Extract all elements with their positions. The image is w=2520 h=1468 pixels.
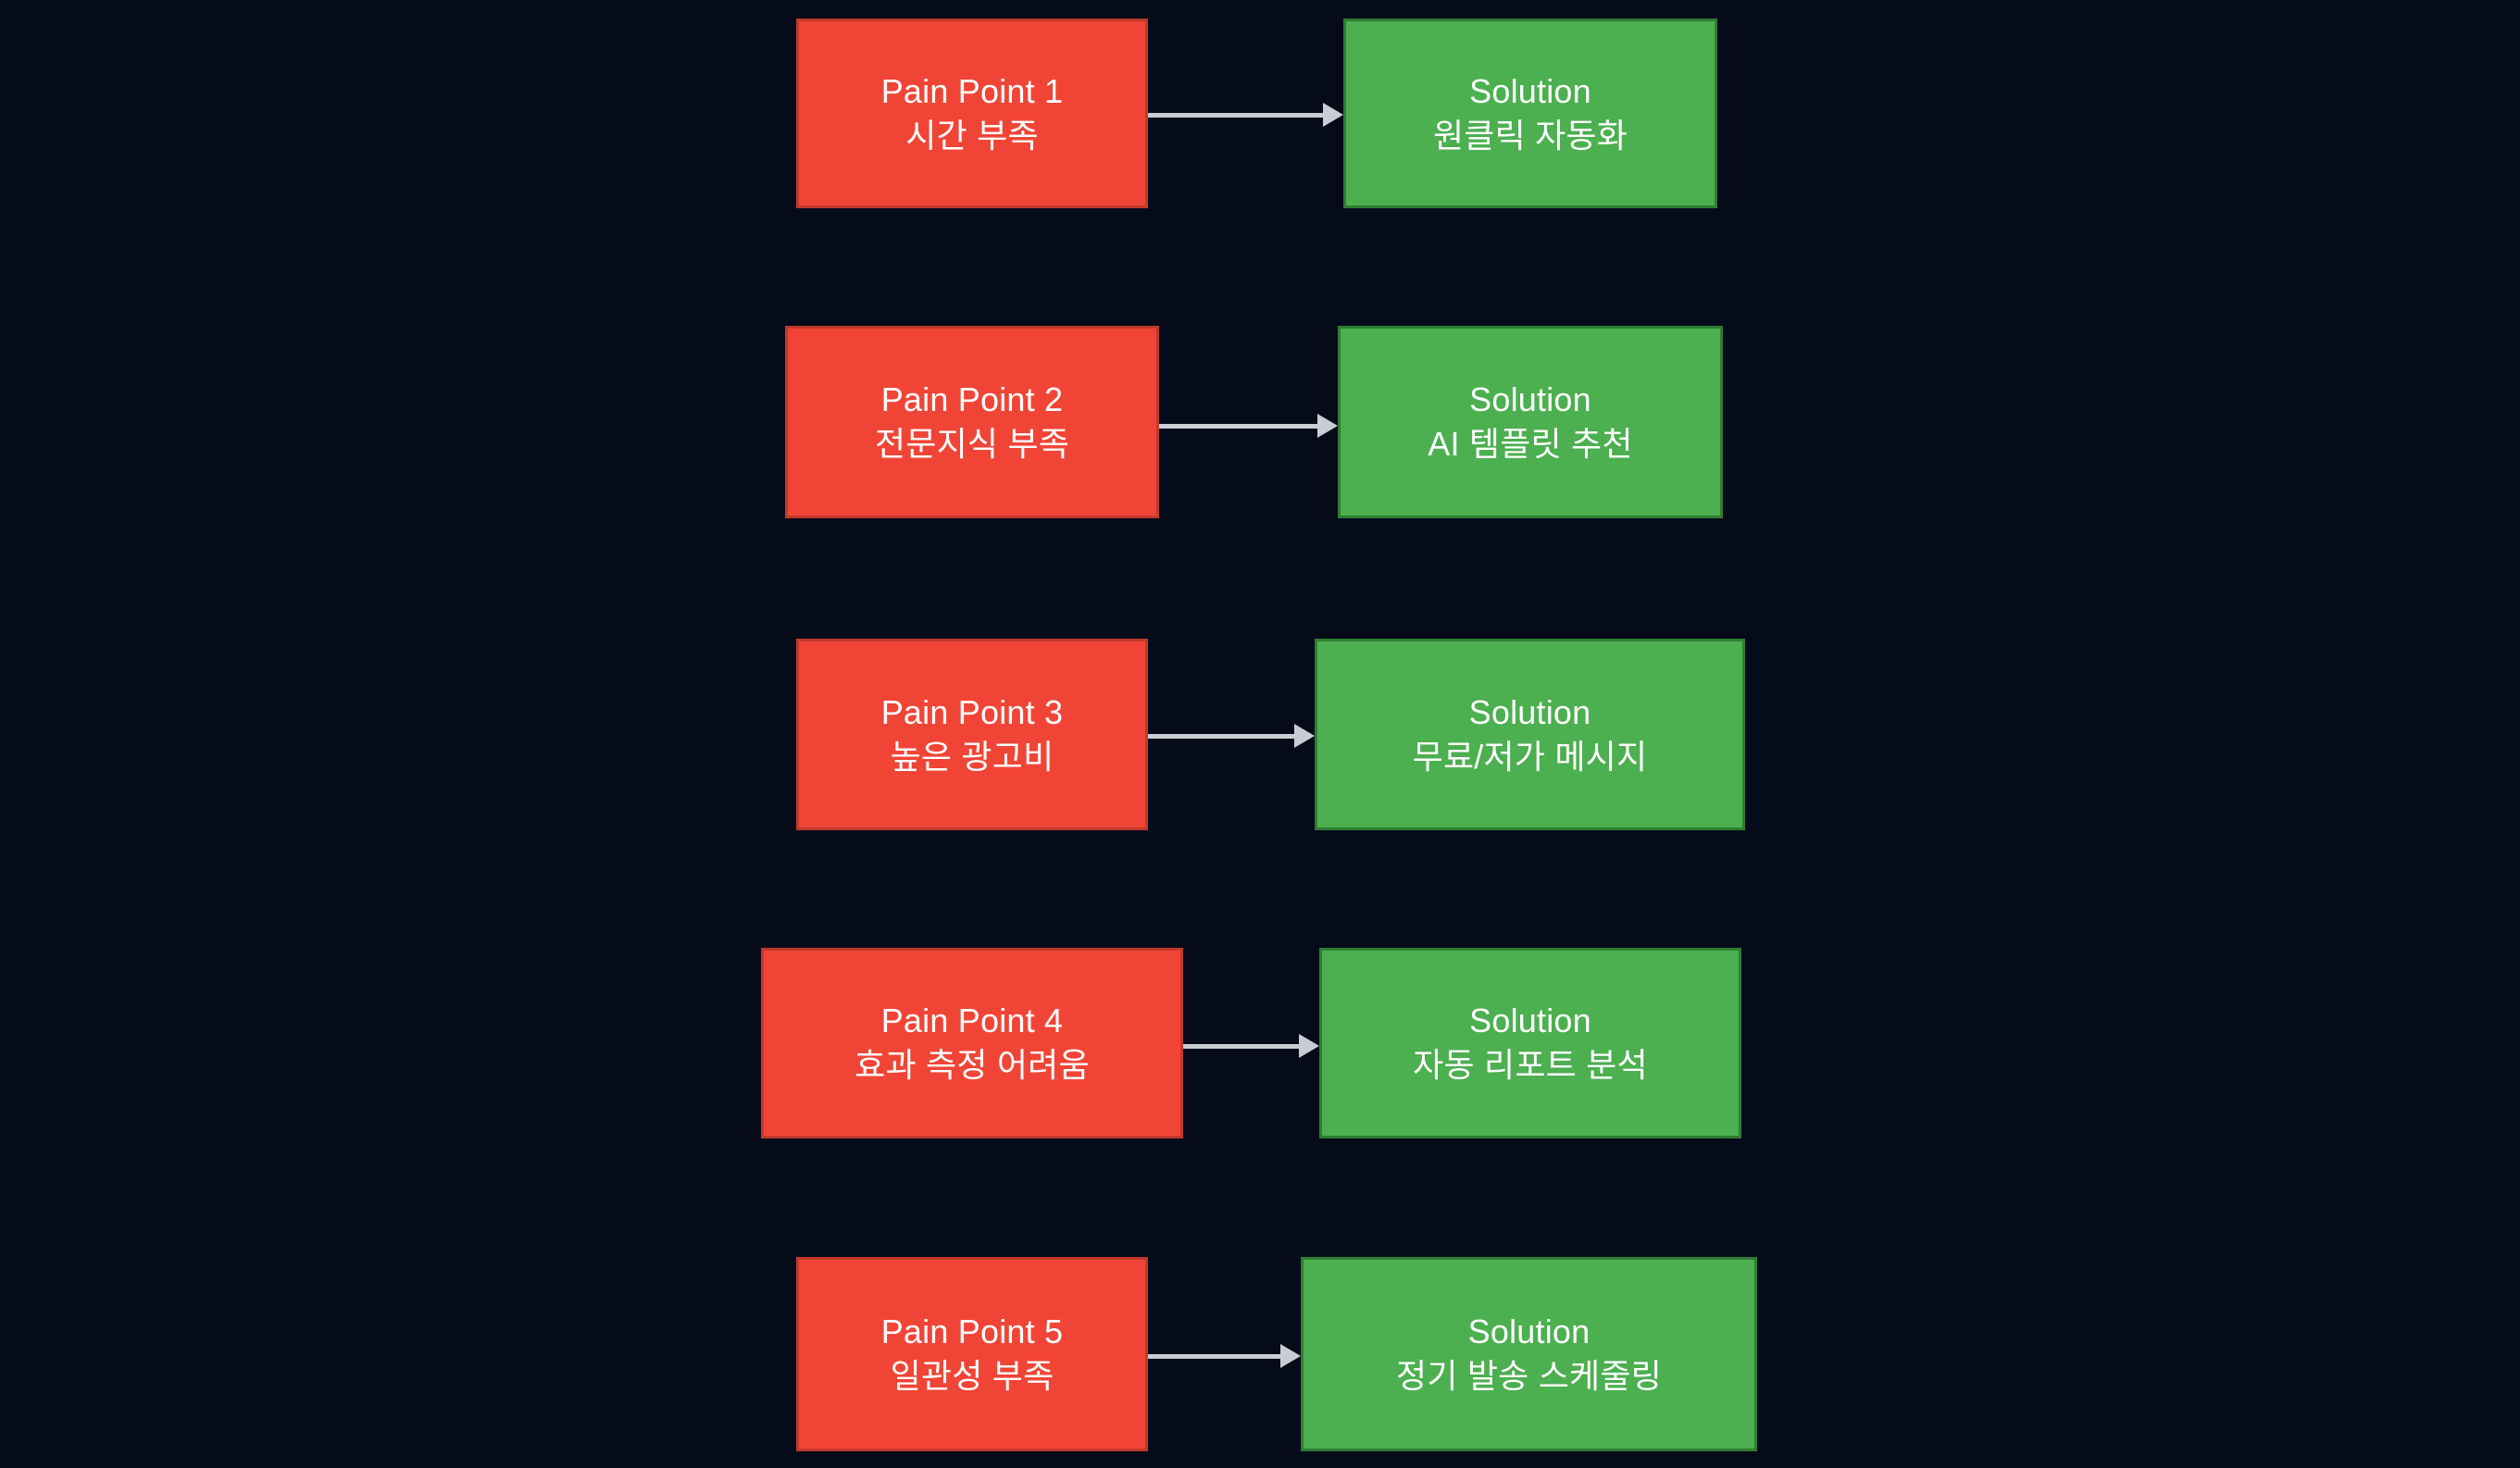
pain-point-title-5: Pain Point 5: [880, 1312, 1064, 1351]
solution-node-1[interactable]: Solution 원클릭 자동화: [1343, 19, 1717, 208]
solution-title-2: Solution: [1469, 380, 1591, 419]
solution-title-5: Solution: [1467, 1312, 1591, 1351]
pain-point-node-3[interactable]: Pain Point 3 높은 광고비: [796, 639, 1148, 830]
arrow-head-icon-3: [1294, 724, 1315, 748]
solution-detail-5: 정기 발송 스케줄링: [1396, 1357, 1662, 1395]
solution-detail-1: 원클릭 자동화: [1432, 116, 1628, 155]
pain-point-detail-5: 일관성 부족: [890, 1357, 1054, 1395]
pain-point-node-1[interactable]: Pain Point 1 시간 부족: [796, 19, 1148, 208]
solution-title-3: Solution: [1468, 692, 1591, 731]
solution-title-1: Solution: [1469, 71, 1591, 110]
arrow-shaft-1: [1148, 113, 1325, 118]
pain-point-detail-4: 효과 측정 어려움: [855, 1046, 1090, 1084]
solution-node-4[interactable]: Solution 자동 리포트 분석: [1319, 948, 1741, 1138]
arrow-shaft-5: [1148, 1354, 1282, 1359]
pain-point-node-5[interactable]: Pain Point 5 일관성 부족: [796, 1257, 1148, 1451]
solution-node-3[interactable]: Solution 무료/저가 메시지: [1315, 639, 1745, 830]
solution-detail-3: 무료/저가 메시지: [1412, 737, 1648, 776]
arrow-head-icon-4: [1299, 1034, 1319, 1058]
pain-point-node-4[interactable]: Pain Point 4 효과 측정 어려움: [761, 948, 1183, 1138]
arrow-shaft-3: [1148, 734, 1296, 739]
pain-point-title-4: Pain Point 4: [880, 1001, 1064, 1040]
pain-point-node-2[interactable]: Pain Point 2 전문지식 부족: [785, 326, 1159, 518]
pain-point-detail-2: 전문지식 부족: [874, 425, 1070, 463]
solution-detail-2: AI 템플릿 추천: [1428, 425, 1633, 463]
pain-point-title-2: Pain Point 2: [880, 380, 1064, 419]
solution-title-4: Solution: [1469, 1001, 1591, 1040]
solution-detail-4: 자동 리포트 분석: [1413, 1046, 1648, 1084]
arrow-shaft-4: [1183, 1044, 1301, 1049]
pain-point-detail-1: 시간 부족: [905, 116, 1039, 155]
solution-node-2[interactable]: Solution AI 템플릿 추천: [1338, 326, 1723, 518]
solution-node-5[interactable]: Solution 정기 발송 스케줄링: [1301, 1257, 1757, 1451]
arrow-shaft-2: [1159, 424, 1319, 429]
arrow-head-icon-1: [1323, 103, 1343, 127]
pain-point-title-1: Pain Point 1: [880, 71, 1064, 110]
arrow-head-icon-2: [1317, 414, 1338, 438]
pain-point-detail-3: 높은 광고비: [890, 737, 1054, 776]
pain-point-title-3: Pain Point 3: [880, 692, 1064, 731]
arrow-head-icon-5: [1280, 1344, 1301, 1368]
